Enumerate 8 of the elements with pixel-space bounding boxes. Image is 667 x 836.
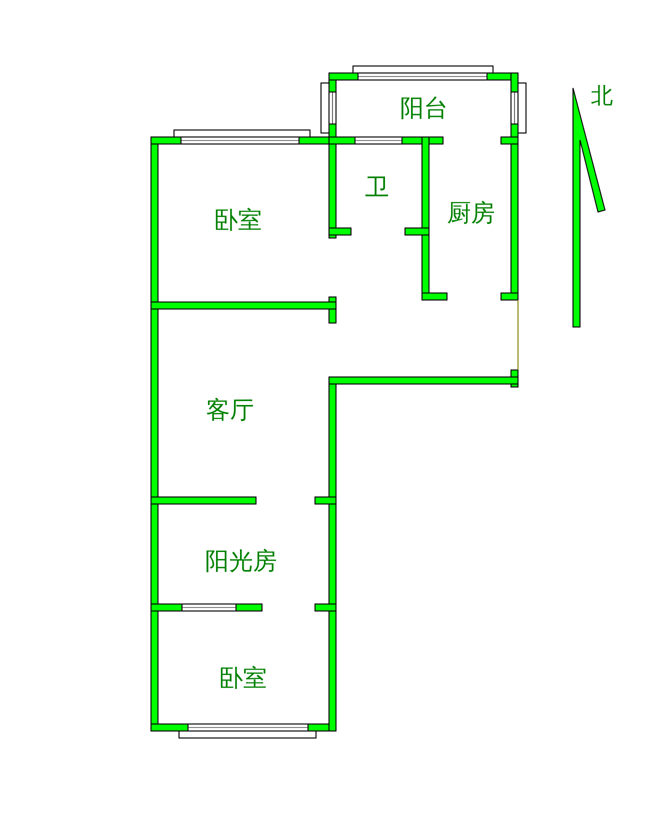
room-label: 卧室 bbox=[214, 208, 262, 232]
room-label: 阳光房 bbox=[205, 549, 277, 573]
room-label: 阳台 bbox=[400, 96, 448, 120]
room-label: 客厅 bbox=[206, 398, 254, 422]
compass-label: 北 bbox=[591, 86, 613, 108]
room-label: 厨房 bbox=[447, 201, 495, 225]
room-label: 卫 bbox=[365, 175, 389, 199]
room-label: 卧室 bbox=[219, 666, 267, 690]
